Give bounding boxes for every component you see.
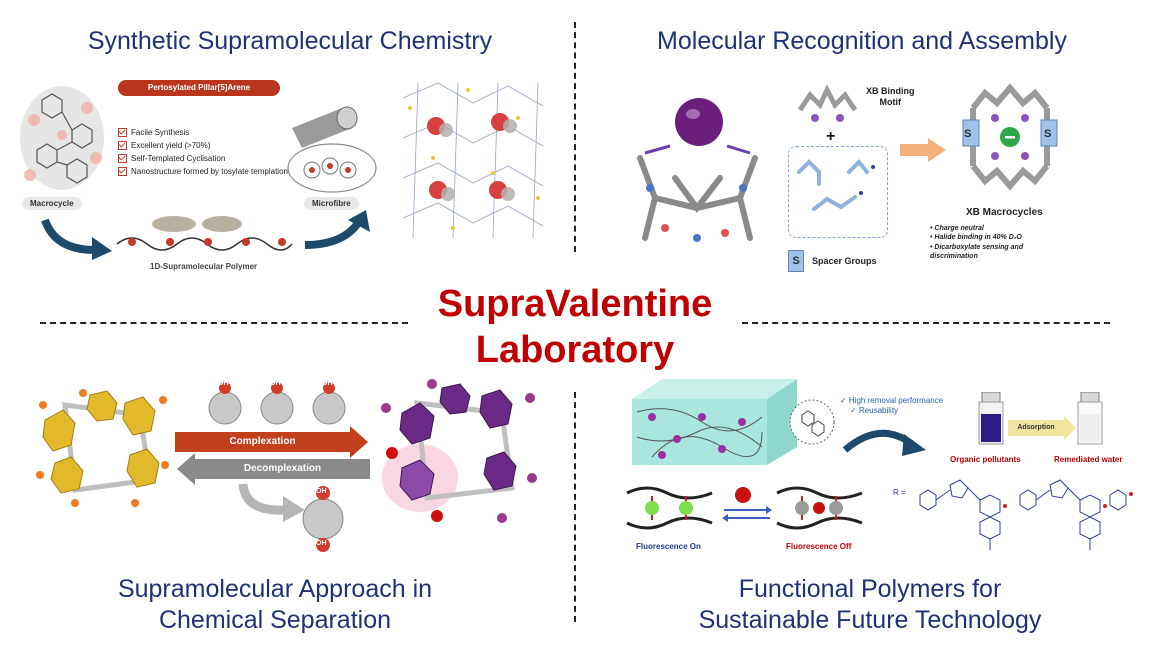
oh-label-1: OH: [218, 380, 229, 387]
xb-motif-line-2: Motif: [879, 97, 902, 108]
released-phenol-icon: [302, 486, 344, 552]
removal-features: ✓ High removal performance ✓ Reusability: [840, 396, 943, 417]
decomplexation-arrow: Decomplexation: [177, 453, 370, 485]
clean-water-vial-icon: [1077, 392, 1103, 445]
crystal-packing-icon: [402, 82, 544, 239]
lab-title: SupraValentine Laboratory: [375, 282, 775, 373]
checkbox-icon: [118, 167, 127, 176]
fluorescence-on-label: Fluorescence On: [636, 542, 701, 551]
xb-macrocycles-label: XB Macrocycles: [966, 207, 1043, 218]
xb-property-item: • Dicarboxylate sensing and discriminati…: [930, 243, 1024, 261]
xb-motif-icon: [797, 84, 858, 122]
title-line-1: Functional Polymers for: [738, 575, 1002, 603]
curved-process-arrow-icon: [842, 429, 926, 456]
curved-arrow-left-icon: [41, 218, 112, 260]
checklist-text: Nanostructure formed by tosylate templat…: [131, 167, 288, 176]
fluorescence-off-icon: [776, 486, 863, 530]
microfibre-label: Microfibre: [304, 197, 359, 210]
macrocycle-s-left-label: S: [964, 128, 972, 140]
spacer-legend: S Spacer Groups: [788, 250, 877, 272]
r-group-structures-icon: [919, 479, 1133, 550]
halide-complex-icon: [637, 98, 758, 242]
lab-title-line-1: SupraValentine: [437, 283, 713, 325]
pollutant-vial-icon: [978, 392, 1004, 445]
lab-title-line-2: Laboratory: [475, 328, 675, 371]
xb-motif-label: XB Binding Motif: [866, 86, 915, 109]
oh-label-3: OH: [322, 380, 333, 387]
oh-label-2: OH: [270, 380, 281, 387]
oh-label-top: OH: [316, 488, 327, 495]
fluorescence-on-icon: [626, 486, 713, 530]
macrocycle-structure-icon: [20, 86, 104, 190]
spacer-symbol: S: [788, 250, 804, 272]
reaction-arrow-icon: [900, 138, 946, 162]
oh-label-bottom: OH: [316, 540, 327, 547]
checklist-item: Facile Synthesis: [118, 126, 288, 139]
title-chemical-separation: Supramolecular Approach in Chemical Sepa…: [55, 574, 495, 635]
purple-complex-icon: [381, 379, 537, 523]
xb-property-text: Charge neutral: [934, 225, 984, 232]
title-synthetic-supramolecular: Synthetic Supramolecular Chemistry: [87, 27, 493, 55]
title-line-1: Supramolecular Approach in: [117, 575, 433, 603]
equilibrium-arrows-icon: [722, 506, 772, 522]
adsorption-arrow: Adsorption: [1008, 420, 1064, 436]
microfibre-icon: [287, 106, 377, 193]
feature-checklist: Facile Synthesis Excellent yield (>70%) …: [118, 126, 288, 178]
pillararene-ribbon: Pertosylated Pillar[5]Arene: [118, 80, 280, 96]
checklist-item: Nanostructure formed by tosylate templat…: [118, 165, 288, 178]
polymer-chain-icon: [116, 216, 293, 251]
curved-arrow-right-icon: [304, 210, 370, 249]
polymer-network-icon: [632, 379, 835, 465]
macrocycle-label: Macrocycle: [22, 197, 82, 210]
xb-property-item: • Halide binding in 40% D₂O: [930, 234, 1022, 242]
fluorescence-off-label: Fluorescence Off: [786, 542, 852, 551]
checklist-item: Self-Templated Cyclisation: [118, 152, 288, 165]
macrocycle-s-right-label: S: [1044, 128, 1052, 140]
xb-property-text: Dicarboxylate sensing and discrimination: [930, 243, 1024, 261]
remediated-water-label: Remediated water: [1054, 455, 1123, 464]
checklist-text: Facile Synthesis: [131, 128, 190, 137]
divider-top: [574, 22, 576, 252]
r-group-label: R =: [893, 488, 906, 497]
title-line-2: Chemical Separation: [158, 605, 392, 634]
xb-motif-line-1: XB Binding: [866, 86, 915, 96]
spacer-fragments-icon: [797, 159, 875, 211]
divider-bottom: [574, 392, 576, 622]
xb-property-item: • Charge neutral: [930, 225, 984, 232]
xb-macrocycle-icon: [962, 83, 1058, 191]
checkbox-icon: [118, 128, 127, 137]
checklist-text: Excellent yield (>70%): [131, 141, 211, 150]
title-molecular-recognition: Molecular Recognition and Assembly: [657, 27, 1067, 55]
adsorption-arrow-head-icon: [1064, 416, 1076, 440]
polymer-label: 1D-Supramolecular Polymer: [150, 262, 258, 271]
checkbox-icon: [118, 154, 127, 163]
feature-reusability: ✓ Reusability: [850, 406, 899, 416]
plus-sign: +: [826, 128, 836, 145]
feature-high-removal: ✓ High removal performance: [840, 396, 944, 405]
checklist-item: Excellent yield (>70%): [118, 139, 288, 152]
title-line-2: Sustainable Future Technology: [698, 605, 1042, 634]
adsorption-label: Adsorption: [1017, 424, 1055, 431]
return-arrow-icon: [238, 483, 305, 522]
complexation-arrow: Complexation: [175, 426, 368, 458]
xb-property-text: Halide binding in 40% D₂O: [934, 234, 1022, 242]
checkbox-icon: [118, 141, 127, 150]
spacer-groups-box: [788, 146, 888, 238]
title-functional-polymers: Functional Polymers for Sustainable Futu…: [650, 574, 1090, 635]
xb-properties-list: • Charge neutral • Halide binding in 40%…: [930, 224, 1070, 262]
divider-left: [40, 322, 408, 324]
divider-right: [742, 322, 1110, 324]
checklist-text: Self-Templated Cyclisation: [131, 154, 226, 163]
spacer-label: Spacer Groups: [812, 256, 877, 266]
yellow-pillararene-icon: [36, 389, 169, 507]
organic-pollutants-label: Organic pollutants: [950, 455, 1021, 464]
metal-ion-icon: [735, 487, 751, 503]
phenol-molecules-icon: [208, 382, 346, 425]
